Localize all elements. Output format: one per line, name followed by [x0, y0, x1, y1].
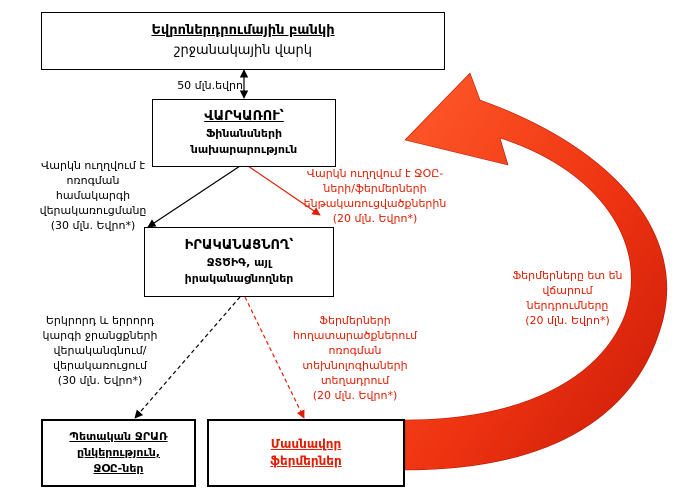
private-farms-box: Մասնավոր ֆերմերներ [207, 419, 405, 487]
return-arrow [404, 72, 668, 471]
bank-title: Եվրոներդրումային բանկի [151, 23, 335, 38]
water-line1: Պետական ՋՐԱՌ [69, 430, 168, 443]
water-line2: ընկերություն, [77, 446, 160, 459]
borrower-to-farmers-arrow [247, 165, 321, 216]
flow-left-bottom-line: վերականգնում/ [53, 344, 147, 357]
amount-label: 50 մլն.եվրո [177, 79, 243, 92]
implementer-to-farms-arrow [244, 296, 305, 419]
flow-right-bottom-line: տեխնոլոգիաների [302, 359, 408, 372]
flow-return-line: (20 մլն. Եվրո*) [525, 314, 610, 327]
borrower-line2: նախարարություն [190, 143, 298, 156]
flow-left-top-line: Վարկն ուղղվում է [41, 159, 145, 172]
flow-left-top: Վարկն ուղղվում է ոռոգման համակարգի վերակ… [28, 158, 158, 233]
flow-return-line: Ֆերմերները ետ են [512, 269, 623, 282]
flow-right-bottom-line: հողատարածքներում [292, 329, 418, 342]
farms-line2: ֆերմերներ [270, 454, 342, 468]
flow-left-bottom: Երկրորդ և երրորդ կարգի ջրանցքների վերակա… [40, 313, 160, 388]
flow-right-top: Վարկն ուղղվում է ՋՕԸ- ների/ֆերմերների են… [290, 166, 460, 226]
bank-subtitle: շրջանակային վարկ [174, 43, 312, 58]
implementer-box: ԻՐԱԿԱՆԱՑՆՈՂ՝ ՋՏԾԻԳ, այլ իրականացնողներ [144, 227, 334, 297]
flow-right-top-line: Վարկն ուղղվում է ՋՕԸ- [306, 167, 444, 180]
borrower-box: ՎԱՐԿԱՌՈՒ՝ Ֆինանսների նախարարություն [152, 99, 336, 167]
flow-right-top-line: (20 մլն. Եվրո*) [332, 212, 418, 225]
flow-left-bottom-line: կարգի ջրանցքների [42, 329, 158, 342]
implementer-line2: իրականացնողներ [184, 272, 294, 285]
water-companies-box: Պետական ՋՐԱՌ ընկերություն, ՋՕԸ-ներ [41, 419, 196, 487]
bank-box: Եվրոներդրումային բանկի շրջանակային վարկ [41, 12, 445, 70]
flow-return-line: վճարում [542, 284, 593, 297]
flow-left-top-line: վերակառուցմանը [39, 204, 147, 217]
water-line3: ՋՕԸ-ներ [93, 462, 144, 475]
implementer-line1: ՋՏԾԻԳ, այլ [206, 256, 272, 269]
borrower-title: ՎԱՐԿԱՌՈՒ՝ [204, 109, 284, 124]
flow-right-bottom: Ֆերմերների հողատարածքներում ոռոգման տեխն… [275, 313, 435, 403]
implementer-to-water-arrow [134, 296, 241, 419]
flow-right-bottom-line: (20 մլն. Եվրո*) [312, 389, 398, 402]
flow-right-top-line: ենթակառուցվածքներին [303, 197, 447, 210]
flow-right-bottom-line: ոռոգման [328, 344, 382, 357]
flow-right-top-line: ների/ֆերմերների [323, 182, 427, 195]
flow-left-bottom-line: (30 մլն. Եվրո*) [57, 374, 143, 387]
flow-right-bottom-line: Ֆերմերների [319, 314, 391, 327]
flow-return: Ֆերմերները ետ են վճարում ներդրումները (2… [500, 268, 635, 328]
borrower-to-implementer-arrow [147, 165, 241, 228]
borrower-line1: Ֆինանսների [205, 127, 283, 140]
flow-left-top-line: (30 մլն. Եվրո*) [50, 219, 136, 232]
flow-left-top-line: ոռոգման համակարգի [55, 174, 131, 202]
flow-return-line: ներդրումները [526, 299, 609, 312]
flow-right-bottom-line: տեղադրում [320, 374, 390, 387]
implementer-title: ԻՐԱԿԱՆԱՑՆՈՂ՝ [184, 238, 294, 253]
flow-left-bottom-line: վերակառուցում [53, 359, 147, 372]
flow-left-bottom-line: Երկրորդ և երրորդ [45, 314, 155, 327]
farms-line1: Մասնավոր [270, 437, 342, 451]
